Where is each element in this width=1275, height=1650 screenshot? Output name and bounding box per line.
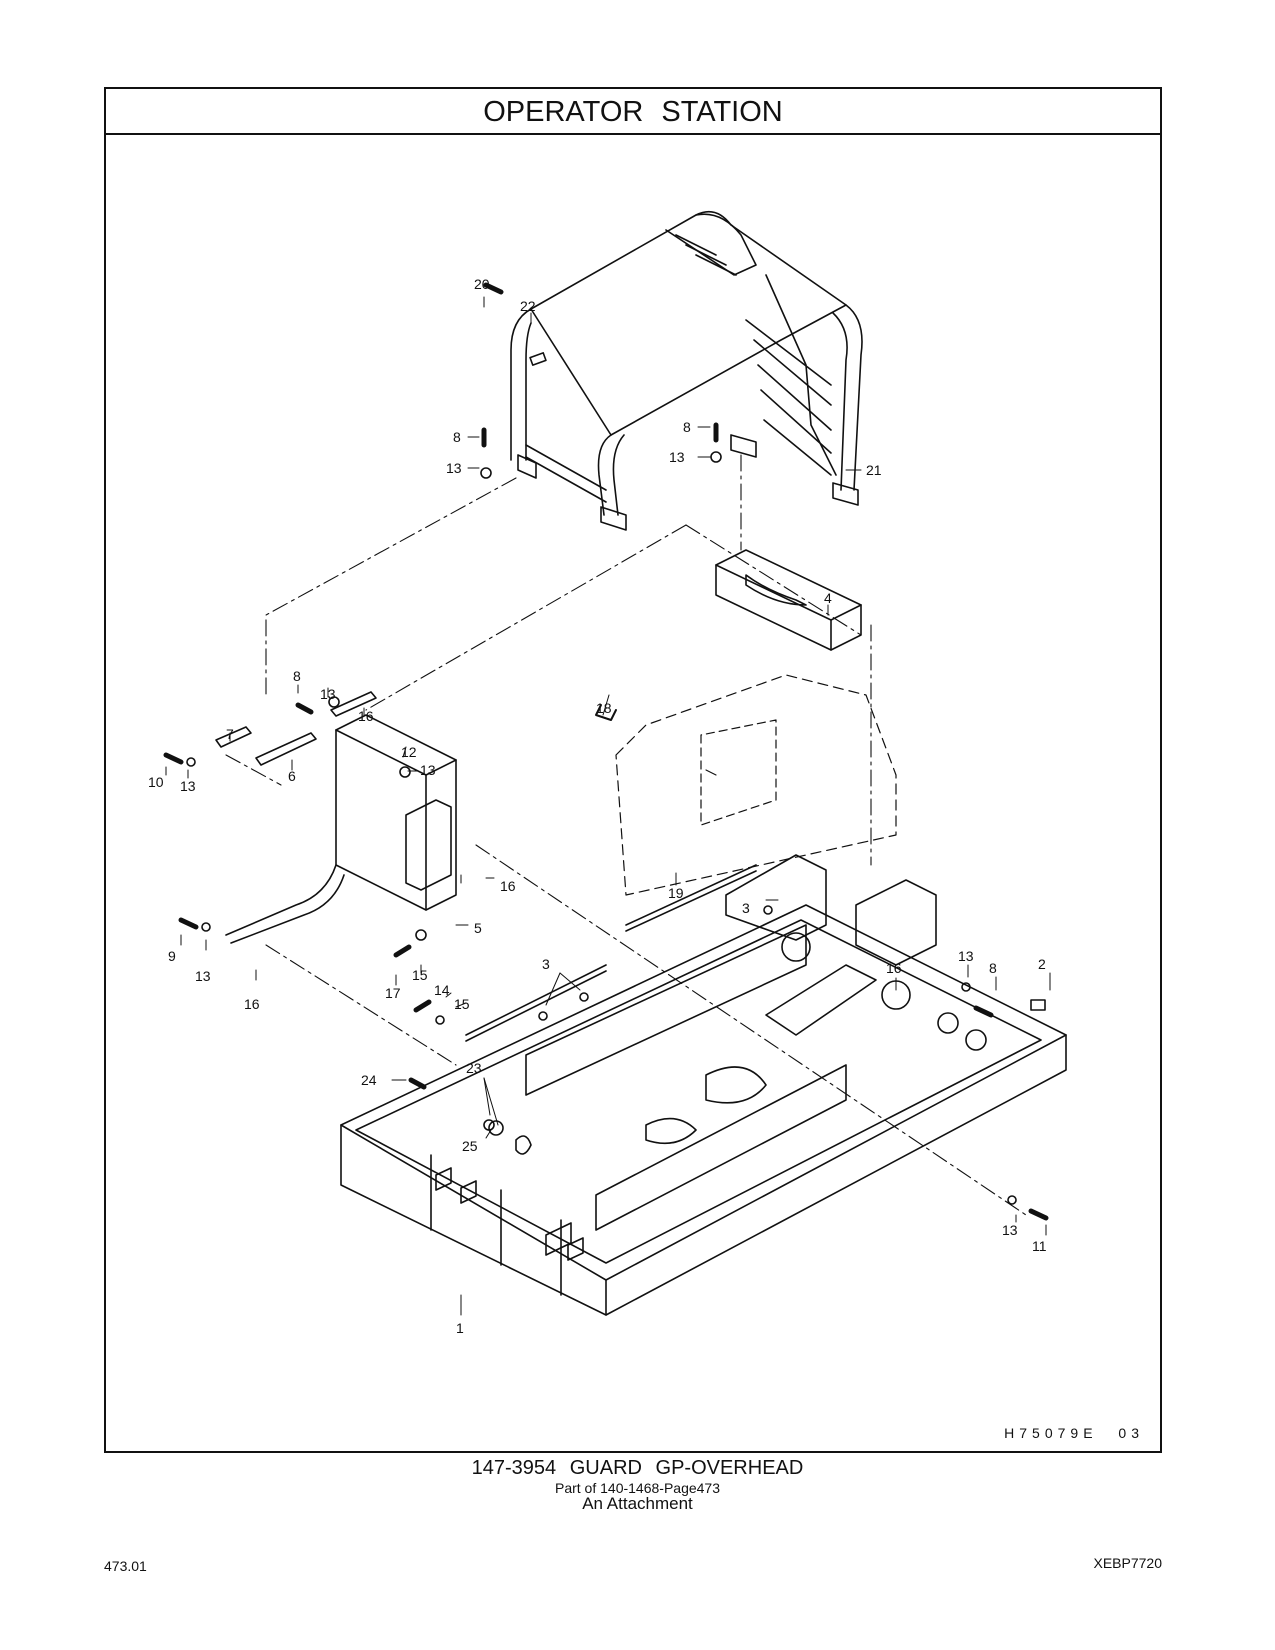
callout-13: 13 <box>446 460 462 476</box>
callout-15: 15 <box>454 996 470 1012</box>
callout-labels: 20 22 8 13 8 13 21 4 8 13 16 7 10 13 6 1… <box>148 276 1047 1336</box>
part-caption: 147-3954 GUARD GP-OVERHEAD <box>471 1457 804 1479</box>
callout-23: 23 <box>466 1060 482 1076</box>
callout-13: 13 <box>958 948 974 964</box>
callout-20: 20 <box>474 276 490 292</box>
callout-10: 10 <box>148 774 164 790</box>
part-reference: Part of 140-1468-Page473 <box>554 1480 720 1496</box>
callout-25: 25 <box>462 1138 478 1154</box>
callout-24: 24 <box>361 1072 377 1088</box>
callout-19: 19 <box>668 885 684 901</box>
callout-2: 2 <box>1038 956 1046 972</box>
diagram-frame: OPERATOR STATION <box>104 87 1162 1453</box>
callout-4: 4 <box>824 590 832 606</box>
exploded-parts-drawing: 20 22 8 13 8 13 21 4 8 13 16 7 10 13 6 1… <box>106 135 1160 1451</box>
callout-11: 11 <box>1032 1238 1047 1254</box>
callout-16: 16 <box>358 708 374 724</box>
callout-5: 5 <box>474 920 482 936</box>
main-frame <box>340 854 1067 1316</box>
callout-13: 13 <box>320 686 336 702</box>
callout-17: 17 <box>385 985 401 1001</box>
callout-13: 13 <box>180 778 196 794</box>
callout-16: 16 <box>500 878 516 894</box>
document-code: XEBP7720 <box>1093 1555 1163 1571</box>
callout-1: 1 <box>456 1320 464 1336</box>
callout-3: 3 <box>742 900 750 916</box>
callout-6: 6 <box>288 768 296 784</box>
callout-8: 8 <box>683 419 691 435</box>
callout-13: 13 <box>420 762 436 778</box>
callout-9: 9 <box>168 948 176 964</box>
callout-21: 21 <box>866 462 882 478</box>
page-number: 473.01 <box>104 1558 147 1574</box>
callout-13: 13 <box>1002 1222 1018 1238</box>
callout-22: 22 <box>520 298 536 314</box>
callout-18: 18 <box>596 700 612 716</box>
callout-12: 12 <box>401 744 417 760</box>
callout-13: 13 <box>669 449 685 465</box>
callout-13: 13 <box>195 968 211 984</box>
page-title: OPERATOR STATION <box>106 89 1160 135</box>
callout-15: 15 <box>412 967 428 983</box>
overhead-guard <box>510 210 863 531</box>
bracket-4 <box>715 549 862 651</box>
callout-8: 8 <box>989 960 997 976</box>
callout-8: 8 <box>453 429 461 445</box>
bracket-5 <box>225 714 457 944</box>
callout-16: 16 <box>886 960 902 976</box>
attachment-note: An Attachment <box>582 1494 693 1513</box>
callout-7: 7 <box>226 726 234 742</box>
callout-8: 8 <box>293 668 301 684</box>
callout-3: 3 <box>542 956 550 972</box>
callout-16: 16 <box>244 996 260 1012</box>
parts-illustration: 20 22 8 13 8 13 21 4 8 13 16 7 10 13 6 1… <box>148 210 1067 1336</box>
drawing-code: H75079E 03 <box>1004 1425 1144 1441</box>
callout-14: 14 <box>434 982 450 998</box>
